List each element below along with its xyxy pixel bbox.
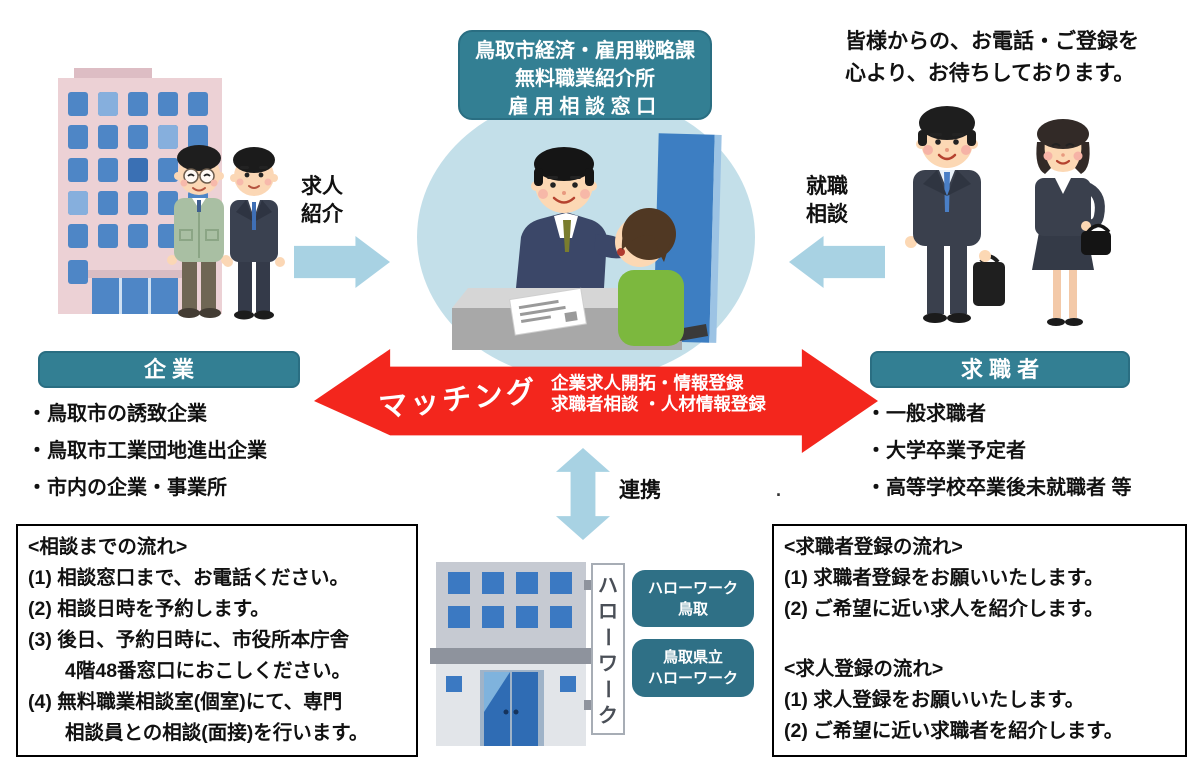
job-intro-arrow-label: 求人 紹介 [301, 175, 343, 227]
document-paper [509, 287, 587, 336]
company-list-item: ・市内の企業・事業所 [27, 477, 227, 499]
greeting-text: 皆様からの、お電話・ご登録を 心より、お待ちしております。 [845, 30, 1139, 85]
jobseeker-list-item: ・一般求職者 [866, 403, 986, 425]
employment-consult-arrow-label: 就職 相談 [806, 175, 848, 227]
jobseeker-register-title: <求職者登録の流れ> [784, 536, 963, 558]
jobseeker-list-item: ・高等学校卒業後未就職者 等 [866, 477, 1132, 499]
title-line-3: 雇用相談窓口 [508, 96, 662, 118]
svg-text:ク: ク [598, 704, 618, 727]
hellowork-tottori-badge: ハローワーク 鳥取 [632, 570, 754, 627]
stray-period: . [776, 480, 782, 500]
cooperation-label: 連携 [619, 479, 661, 502]
svg-text:ー: ー [596, 679, 618, 699]
title-line-1: 鳥取市経済・雇用戦略課 [475, 40, 695, 62]
jobseeker-label: 求 職 者 [870, 351, 1130, 388]
company-label: 企 業 [38, 351, 300, 388]
svg-text:ロ: ロ [598, 601, 618, 623]
company-list: ・鳥取市の誘致企業 ・鳥取市工業団地進出企業 ・市内の企業・事業所 [27, 404, 267, 515]
jobseekers-illustration [885, 92, 1130, 350]
jobseeker-list: ・一般求職者 ・大学卒業予定者 ・高等学校卒業後未就職者 等 [866, 404, 1132, 515]
consult-flow-title: <相談までの流れ> [28, 536, 188, 558]
cooperation-arrow [556, 448, 610, 540]
consultant-figure [516, 147, 636, 288]
title-line-2: 無料職業紹介所 [515, 68, 655, 90]
jobseeker-list-item: ・大学卒業予定者 [866, 440, 1026, 462]
company-building-illustration [30, 62, 295, 334]
company-list-item: ・鳥取市工業団地進出企業 [27, 440, 267, 462]
company-list-item: ・鳥取市の誘致企業 [27, 403, 207, 425]
hellowork-building-illustration: ハ ロ ー ワ ー ク [428, 550, 628, 755]
job-register-title: <求人登録の流れ> [784, 658, 944, 680]
hellowork-sign-text: ハ ロ ー ワ ー ク [596, 575, 618, 727]
client-figure [615, 208, 708, 346]
matching-label: マッチング [377, 375, 540, 425]
matching-detail: 企業求人開拓・情報登録 求職者相談 ・人材情報登録 [551, 373, 766, 414]
company-man-figure [223, 147, 285, 320]
job-intro-arrow [294, 236, 390, 288]
jobseeker-woman-figure [1032, 119, 1111, 326]
svg-text:ー: ー [596, 627, 618, 647]
svg-text:ワ: ワ [598, 653, 618, 675]
svg-text:ハ: ハ [598, 575, 618, 597]
tottori-prefectural-hellowork-badge: 鳥取県立 ハローワーク [632, 639, 754, 697]
jobseeker-man-figure [905, 106, 1005, 323]
consult-flow-box: <相談までの流れ> (1) 相談窓口まで、お電話ください。 (2) 相談日時を予… [16, 524, 418, 757]
register-flow-box: <求職者登録の流れ> (1) 求職者登録をお願いいたします。 (2) ご希望に近… [772, 524, 1187, 757]
consultation-illustration [416, 92, 756, 382]
employment-consult-arrow [789, 236, 885, 288]
title-box: 鳥取市経済・雇用戦略課 無料職業紹介所 雇用相談窓口 [458, 30, 712, 120]
